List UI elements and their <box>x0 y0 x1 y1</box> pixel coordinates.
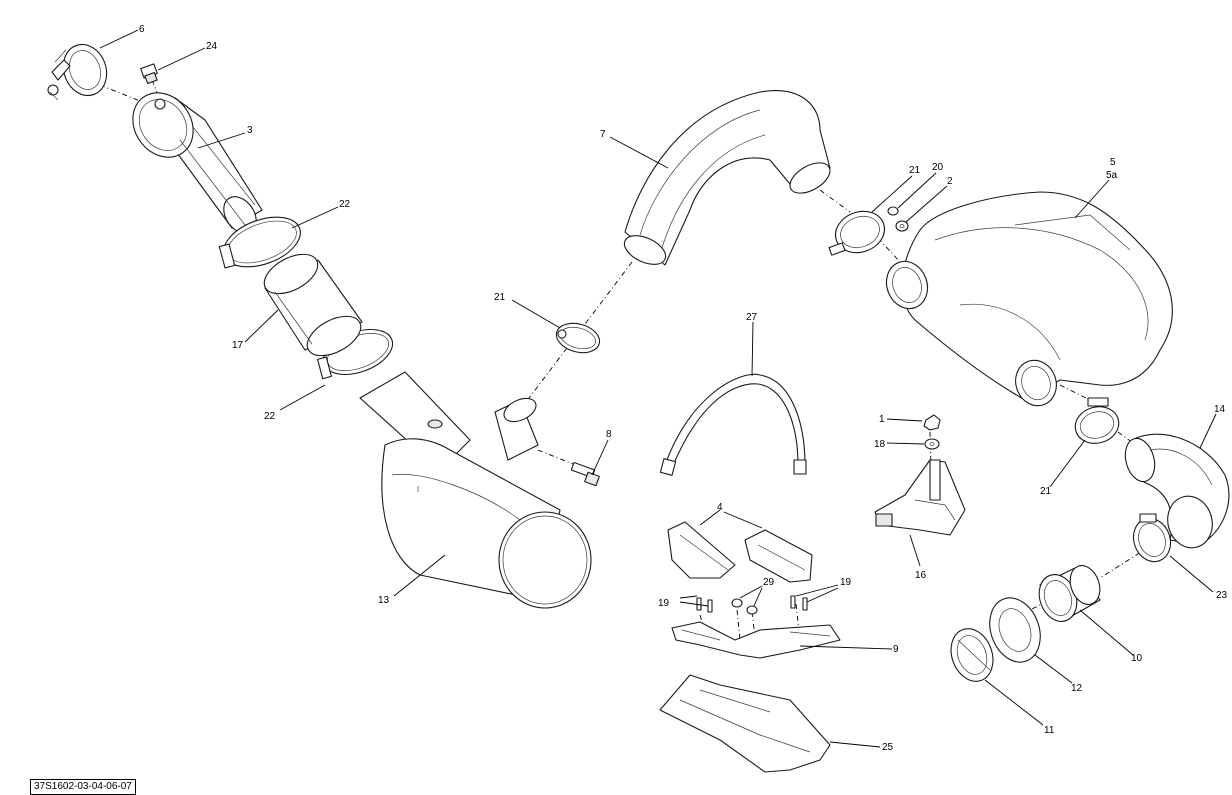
callout-21-middle: 21 <box>494 292 506 303</box>
callout-18: 18 <box>874 439 886 450</box>
header-pipe-part-3 <box>132 92 263 234</box>
elbow-pipe-part-14 <box>1124 433 1230 549</box>
v-clamp-part-6 <box>47 43 108 101</box>
callout-10: 10 <box>1131 653 1143 664</box>
callout-22-lower: 22 <box>264 411 276 422</box>
rubber-mount-part-4-left <box>667 521 736 579</box>
rivet-part-19-c <box>790 595 796 609</box>
callout-24: 24 <box>206 41 218 52</box>
callout-9: 9 <box>893 644 899 655</box>
plug-part-24 <box>140 63 158 85</box>
callout-2: 2 <box>947 176 953 187</box>
strap-part-27 <box>659 373 807 476</box>
sleeve-part-17 <box>263 253 363 357</box>
callout-21-upper-right: 21 <box>909 165 921 176</box>
screw-part-29-a <box>731 598 743 608</box>
callout-11: 11 <box>1044 725 1055 736</box>
callout-13: 13 <box>378 595 390 606</box>
clamp-part-21-lower-right <box>1074 397 1120 444</box>
outlet-flange-part-10 <box>1038 565 1101 622</box>
rivet-part-19-b <box>707 599 713 613</box>
muffler-part-13 <box>359 371 592 609</box>
callout-7: 7 <box>600 129 606 140</box>
screw-part-29-b <box>746 605 758 615</box>
clamp-part-21-middle <box>555 322 601 354</box>
callout-8: 8 <box>606 429 612 440</box>
clamp-part-23 <box>1132 513 1172 563</box>
callout-27: 27 <box>746 312 758 323</box>
callout-4: 4 <box>717 502 723 513</box>
callout-16: 16 <box>915 570 927 581</box>
band-clamp-part-22-upper <box>218 216 301 269</box>
callout-21-lower-right: 21 <box>1040 486 1052 497</box>
callout-23: 23 <box>1216 590 1228 601</box>
callout-17: 17 <box>232 340 244 351</box>
callout-22-upper: 22 <box>339 199 351 210</box>
callout-leader-lines <box>99 29 1217 748</box>
callout-1: 1 <box>879 414 885 425</box>
callout-19-right: 19 <box>840 577 852 588</box>
callout-19-left: 19 <box>658 598 670 609</box>
callout-29: 29 <box>763 577 775 588</box>
callout-25: 25 <box>882 742 894 753</box>
callout-5a: 5a <box>1106 170 1118 181</box>
callout-6: 6 <box>139 24 145 35</box>
sensor-part-8 <box>570 461 600 487</box>
callout-12: 12 <box>1071 683 1083 694</box>
heat-plate-part-25 <box>659 674 831 773</box>
muffler-box-part-5 <box>885 191 1173 407</box>
bracket-part-16 <box>874 459 966 536</box>
callout-14: 14 <box>1214 404 1226 415</box>
curved-pipe-part-7 <box>623 90 831 266</box>
callout-3: 3 <box>247 125 253 136</box>
washer-part-18 <box>924 438 940 450</box>
washer-part-2 <box>895 220 909 232</box>
rubber-mount-part-4-right <box>744 529 813 583</box>
nut-part-20 <box>887 206 899 216</box>
rivet-part-19-d <box>802 597 808 611</box>
callout-5: 5 <box>1110 157 1116 168</box>
diagram-reference-code: 37S1602-03-04-06-07 <box>30 779 136 795</box>
callout-20: 20 <box>932 162 944 173</box>
nut-part-1 <box>923 414 941 431</box>
rivet-part-19-a <box>696 597 702 611</box>
callout-numbers: 6 24 3 22 17 22 7 21 8 13 27 21 20 2 5 5… <box>139 24 1228 753</box>
ring-nut-part-11 <box>950 628 994 682</box>
clamp-part-21-upper-right <box>828 210 886 256</box>
heat-shield-part-9 <box>671 621 841 659</box>
gasket-part-12 <box>989 597 1041 663</box>
